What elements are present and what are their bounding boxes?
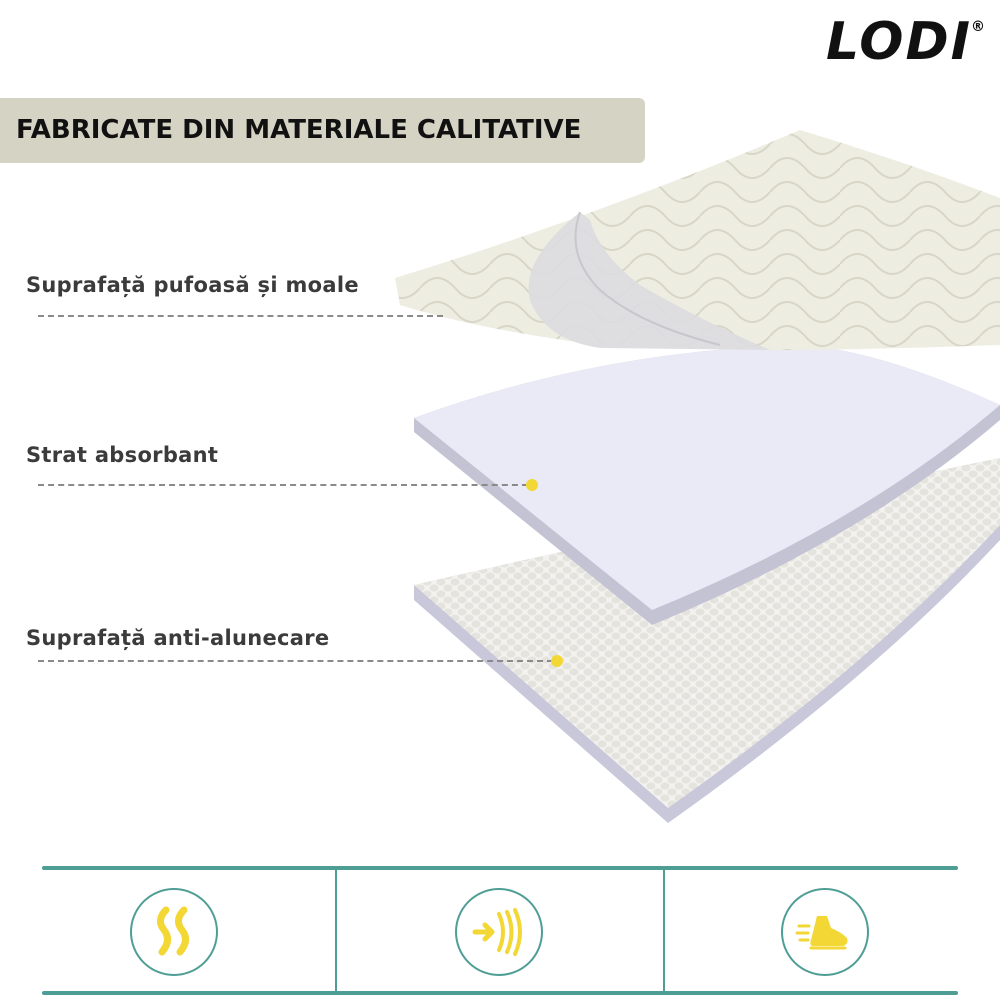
- marker-dot-anti-slip: [551, 655, 563, 667]
- running-shoe-icon: [795, 916, 848, 950]
- absorb-arrow-icon: [472, 908, 522, 956]
- layer-label-anti-slip: Suprafață anti-alunecare: [26, 626, 330, 650]
- headline: FABRICATE DIN MATERIALE CALITATIVE: [16, 115, 582, 145]
- feature-bar-top-rule: [42, 866, 958, 870]
- top-layer-fluffy: [395, 130, 1000, 350]
- leader-line-absorbent: [38, 484, 528, 486]
- layer-label-absorbent: Strat absorbant: [26, 443, 219, 467]
- waves-icon: [157, 906, 189, 956]
- marker-dot-absorbent: [526, 479, 538, 491]
- registered-mark: ®: [971, 19, 987, 35]
- feature-bar-bottom-rule: [42, 991, 958, 995]
- leader-line-anti-slip: [38, 660, 553, 662]
- feature-divider: [663, 869, 665, 991]
- feature-divider: [335, 869, 337, 991]
- feature-softness: [130, 888, 218, 976]
- feature-absorption: [455, 888, 543, 976]
- leader-line-fluffy: [38, 315, 443, 317]
- brand-logo: LODI ®: [826, 16, 985, 68]
- layer-label-fluffy: Suprafață pufoasă și moale: [26, 273, 359, 297]
- layer-illustration: [395, 130, 1000, 823]
- bottom-layer-anti-slip: [414, 458, 1000, 823]
- middle-layer-absorbent: [414, 345, 1000, 625]
- feature-anti-slip: [781, 888, 869, 976]
- headline-band: [0, 98, 645, 163]
- logo-text: LODI: [826, 12, 972, 72]
